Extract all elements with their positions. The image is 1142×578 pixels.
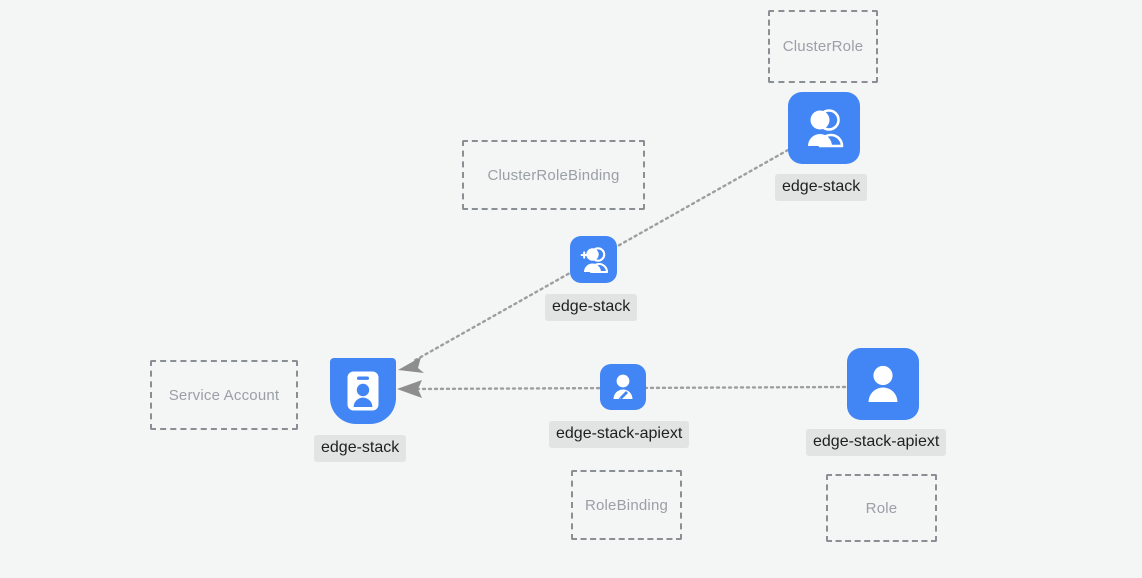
person-icon [862,363,904,405]
two-people-icon [802,108,846,148]
kind-box-clusterrole[interactable]: ClusterRole [768,10,878,83]
arrowhead-clusterrole [398,357,424,373]
kind-label-role: Role [865,499,898,517]
node-name-chip-role: edge-stack-apiext [806,429,947,456]
node-icon-clusterrole[interactable] [788,92,860,164]
node-name-chip-clusterrole: edge-stack [775,174,868,201]
node-name-chip-clusterrolebinding: edge-stack [545,294,638,321]
kind-box-rolebinding[interactable]: RoleBinding [571,470,682,540]
kind-box-role[interactable]: Role [826,474,937,542]
node-icon-rolebinding[interactable] [600,364,646,410]
node-icon-clusterrolebinding[interactable] [570,236,617,283]
add-person-icon [578,246,610,273]
kind-label-clusterrole: ClusterRole [782,38,864,55]
node-name-chip-rolebinding: edge-stack-apiext [549,421,690,448]
node-icon-role[interactable] [847,348,919,420]
kind-label-rolebinding: RoleBinding [584,496,669,514]
kind-label-clusterrolebinding: ClusterRoleBinding [487,166,620,184]
kind-box-clusterrolebinding[interactable]: ClusterRoleBinding [462,140,645,210]
id-badge-icon [346,370,380,412]
node-name-chip-serviceaccount: edge-stack [314,435,407,462]
kind-box-serviceaccount[interactable]: Service Account [150,360,298,430]
arrowhead-role [397,380,422,398]
node-icon-serviceaccount[interactable] [330,358,396,424]
person-edit-icon [609,373,637,401]
kind-label-serviceaccount: Service Account [168,386,280,404]
